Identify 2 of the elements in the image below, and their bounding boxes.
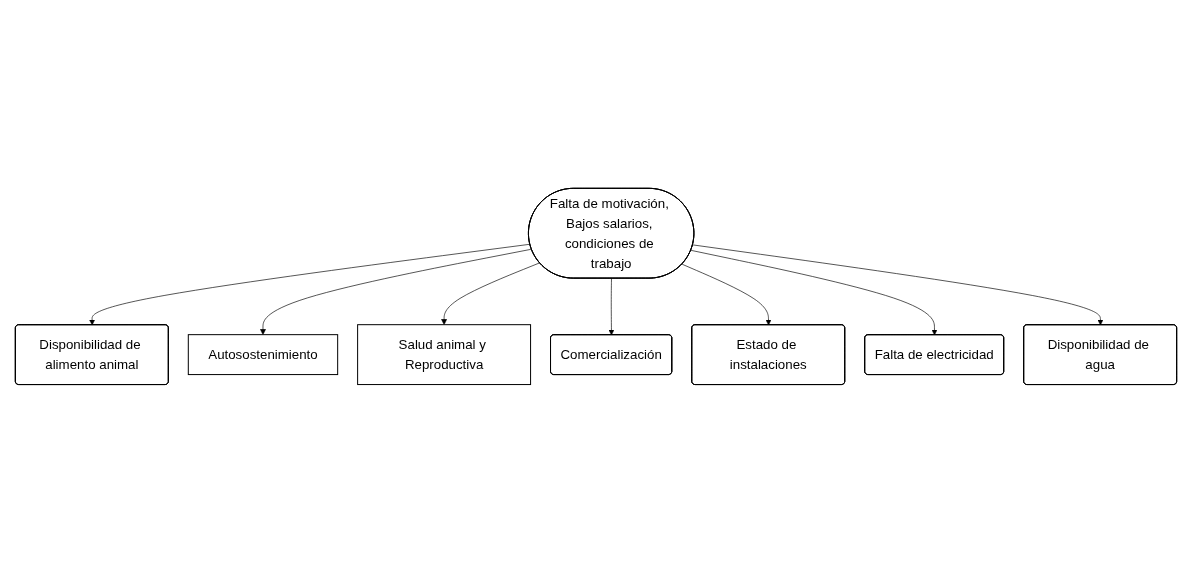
node-box: Salud animal y Reproductiva — [357, 323, 532, 385]
node-box: Autosostenimiento — [187, 333, 339, 375]
